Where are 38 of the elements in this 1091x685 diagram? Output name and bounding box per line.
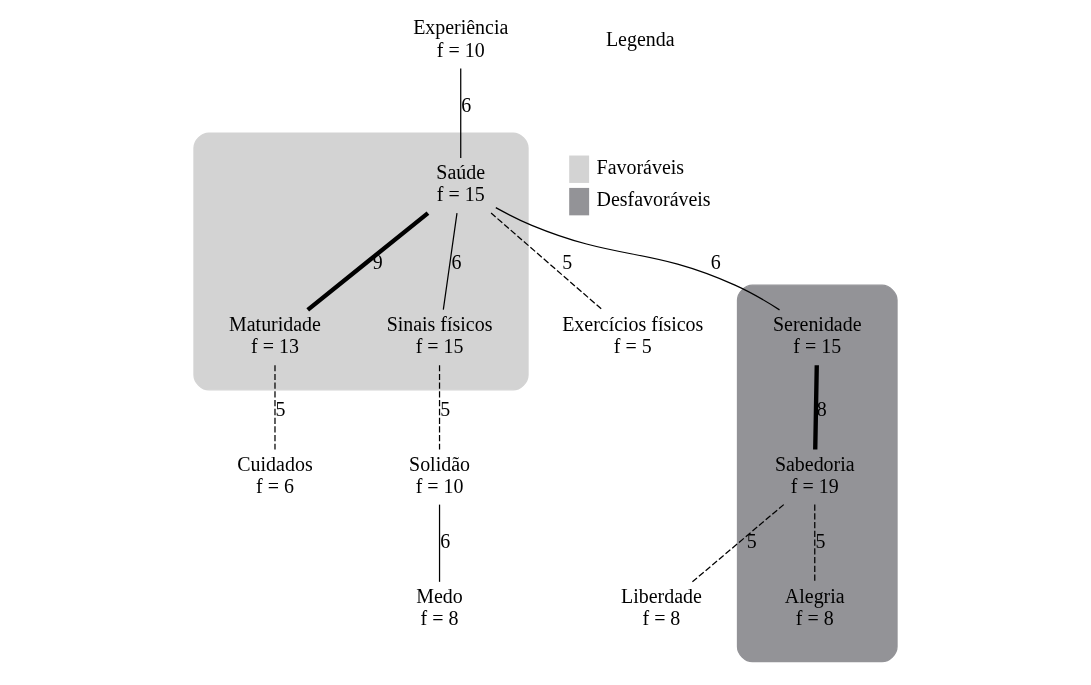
edge-label: 6 [451, 250, 462, 273]
node-text: Sabedoria f = 19 [774, 452, 855, 498]
cluster [193, 132, 529, 391]
connector [306, 211, 430, 312]
legend-label: Desfavoráveis [596, 188, 711, 211]
edge-label: 5 [440, 397, 451, 420]
edge-label: 5 [275, 397, 286, 420]
connector [438, 504, 441, 583]
connector [490, 212, 603, 311]
node-text: Solidão f = 10 [409, 452, 471, 498]
node-text: Alegria f = 8 [784, 584, 845, 630]
connector [813, 365, 819, 450]
connector [495, 207, 781, 311]
edge-label: 5 [815, 529, 826, 552]
node-text: Cuidados f = 6 [237, 452, 313, 498]
node-text: Medo f = 8 [416, 584, 463, 630]
label: Legenda [605, 27, 675, 50]
connector [442, 212, 458, 311]
node-text: Saúde f = 15 [436, 160, 486, 206]
edge-label: 8 [816, 397, 827, 420]
edge-label: 5 [746, 529, 757, 552]
connector [691, 504, 785, 583]
node-text: Sinais físicos f = 15 [386, 313, 493, 358]
node-text: Liberdade f = 8 [621, 584, 702, 630]
cluster [736, 284, 898, 663]
edge-label: 6 [461, 93, 472, 116]
connector [460, 67, 462, 159]
connector [438, 364, 441, 451]
legend-label: Favoráveis [596, 155, 685, 178]
edge-label: 6 [710, 250, 721, 273]
node-text: Maturidade f = 13 [229, 313, 321, 358]
node-text: Exercícios físicos f = 5 [562, 313, 704, 358]
connector [274, 364, 276, 451]
edge-label: 5 [562, 250, 573, 273]
edge-label: 6 [440, 529, 451, 552]
connector [814, 504, 816, 583]
node-text: Experiência f = 10 [413, 16, 509, 61]
node-text: Serenidade f = 15 [772, 313, 862, 358]
